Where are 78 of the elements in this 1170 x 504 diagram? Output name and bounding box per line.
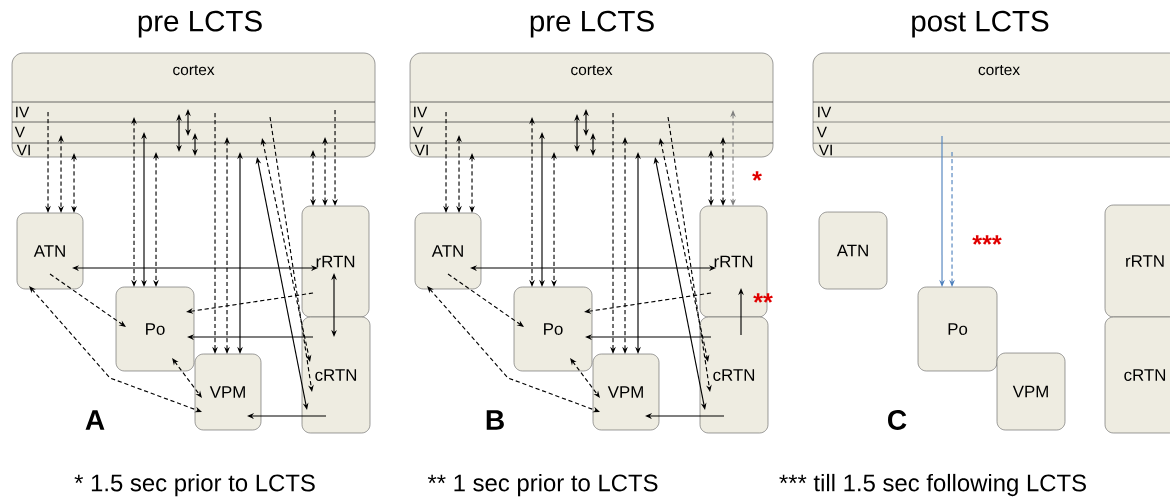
arrow — [529, 117, 535, 287]
layer-label: V — [14, 126, 25, 138]
asterisk-mark: ** — [753, 293, 773, 303]
nucleus-box: VPM — [996, 352, 1066, 431]
arrow — [71, 153, 77, 213]
arrow — [949, 151, 955, 287]
arrow — [237, 152, 243, 354]
arrow — [470, 265, 716, 271]
arrow — [456, 135, 462, 213]
arrow — [622, 137, 628, 354]
arrow — [730, 110, 736, 206]
arrow — [186, 292, 314, 314]
arrow — [260, 138, 312, 362]
arrow — [570, 358, 600, 398]
arrow — [322, 137, 328, 206]
arrow — [443, 111, 449, 213]
arrow — [49, 273, 126, 327]
layer-label: VI — [414, 144, 428, 156]
panel-letter: B — [486, 410, 504, 430]
layer-label: VI — [818, 144, 832, 156]
arrow — [187, 334, 314, 340]
nucleus-box: VPM — [592, 353, 660, 431]
arrow — [310, 150, 316, 206]
arrow — [212, 112, 218, 354]
arrow — [469, 153, 475, 213]
nucleus-box: ATN — [414, 212, 482, 290]
footnote: *** till 1.5 sec following LCTS — [779, 473, 1086, 497]
footnote: * 1.5 sec prior to LCTS — [74, 473, 315, 497]
arrow — [658, 138, 710, 362]
nucleus-box: Po — [115, 286, 195, 372]
nucleus-box: Po — [513, 286, 593, 372]
nucleus-box: cRTN — [1104, 316, 1170, 434]
asterisk-mark: *** — [972, 235, 1002, 245]
arrow — [539, 132, 545, 287]
nucleus-box: ATN — [16, 212, 84, 290]
layer-label: IV — [818, 106, 832, 118]
arrow — [584, 292, 712, 314]
footnote: ** 1 sec prior to LCTS — [427, 473, 658, 497]
arrow — [610, 112, 616, 354]
arrow — [29, 286, 202, 413]
layer-label: VI — [16, 144, 30, 156]
panel-letter: A — [85, 410, 105, 430]
arrow — [427, 286, 600, 413]
arrow — [667, 116, 712, 392]
layer-label: V — [412, 126, 423, 138]
arrow — [255, 157, 309, 410]
nucleus-box: rRTN — [1104, 204, 1170, 318]
arrow — [153, 152, 159, 287]
arrow — [58, 135, 64, 213]
arrow — [269, 116, 314, 392]
arrow — [653, 157, 707, 410]
arrow — [172, 358, 202, 398]
arrow — [939, 135, 945, 287]
panel-letter: C — [888, 410, 907, 430]
arrow — [708, 150, 714, 206]
arrow — [635, 152, 641, 354]
arrow — [247, 413, 327, 419]
asterisk-mark: * — [752, 171, 762, 181]
arrow — [131, 117, 137, 287]
arrow — [332, 109, 338, 206]
arrow — [224, 137, 230, 354]
layer-label: V — [816, 126, 827, 138]
nucleus-box: Po — [917, 286, 998, 372]
nucleus-box: rRTN — [301, 205, 370, 318]
arrow — [551, 152, 557, 287]
layer-label: IV — [16, 106, 30, 118]
arrow — [585, 334, 712, 340]
arrow — [72, 265, 318, 271]
arrow — [720, 137, 726, 206]
nucleus-box: cRTN — [699, 316, 769, 434]
arrow — [141, 132, 147, 287]
nucleus-box: cRTN — [301, 316, 371, 434]
layer-label: IV — [414, 106, 428, 118]
nucleus-box: VPM — [194, 353, 262, 431]
arrow — [447, 273, 524, 327]
arrow — [45, 111, 51, 213]
arrow — [645, 413, 725, 419]
nucleus-box: ATN — [818, 211, 888, 290]
